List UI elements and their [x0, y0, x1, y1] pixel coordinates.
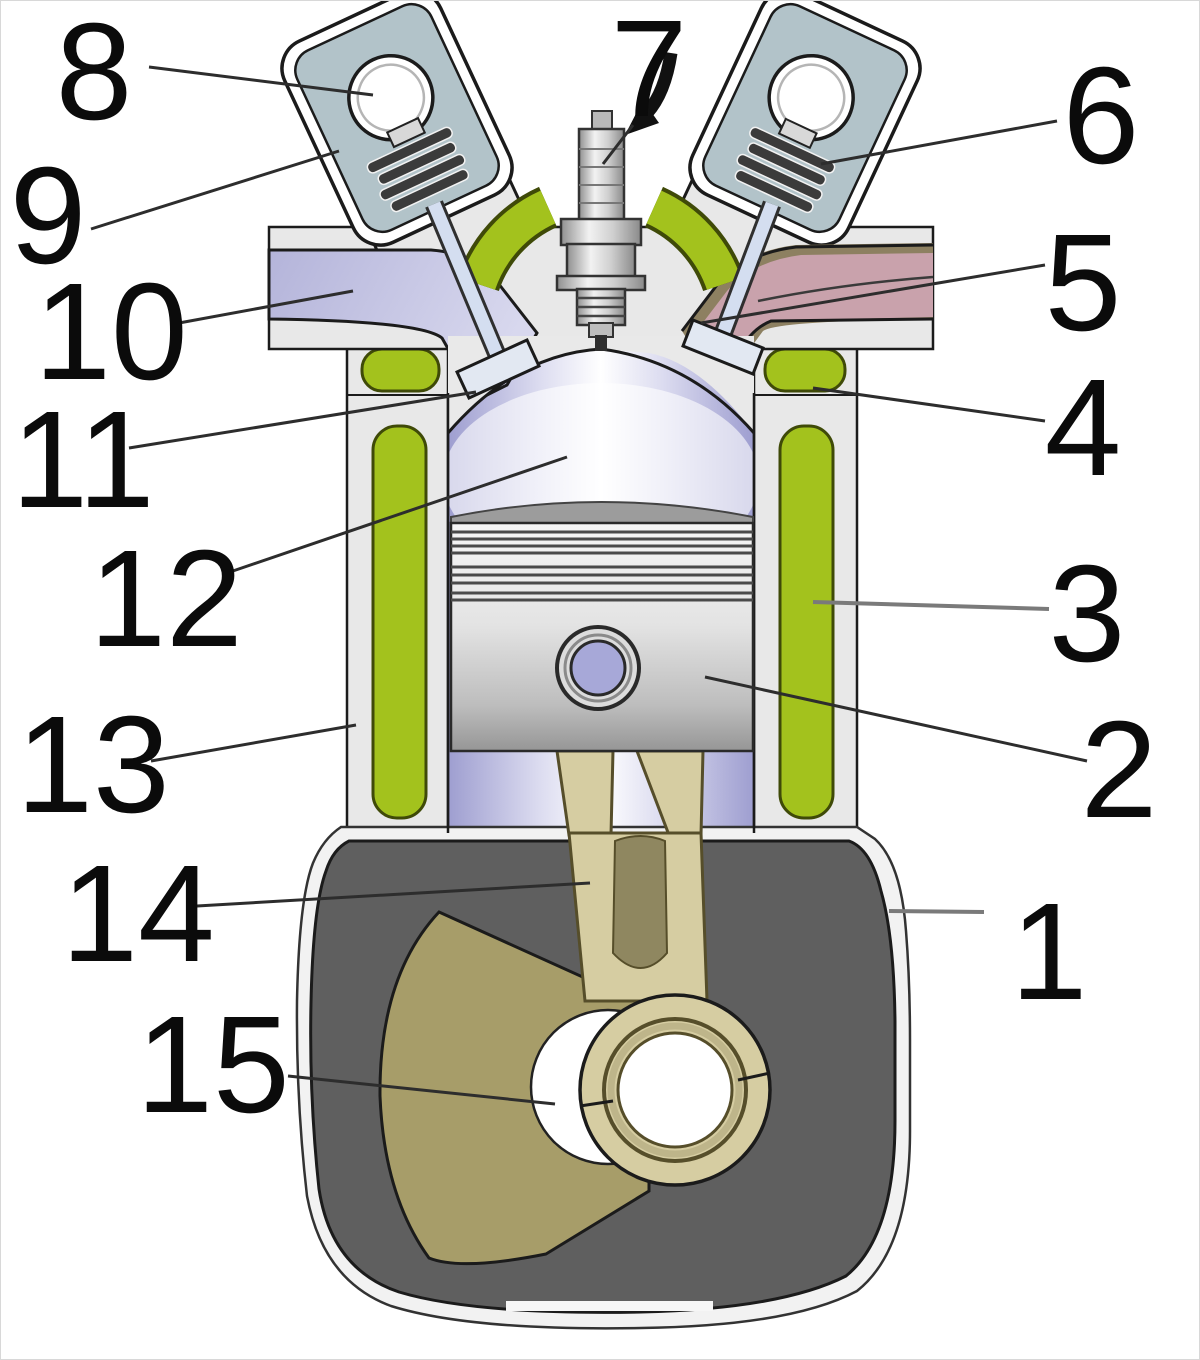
leader-line-10	[178, 289, 354, 325]
water-jacket-left	[371, 424, 428, 820]
part-label-6: 6	[1063, 39, 1140, 193]
leader-line-11	[128, 390, 477, 450]
part-label-8: 8	[56, 1, 133, 149]
part-label-15: 15	[136, 988, 290, 1142]
part-label-1: 1	[1011, 875, 1088, 1029]
spark-plug-electrode	[595, 335, 607, 351]
valve-spring-right	[734, 126, 836, 214]
part-label-12: 12	[89, 522, 243, 676]
piston	[449, 501, 755, 753]
part-label-5: 5	[1045, 206, 1122, 360]
coolant-arc-left	[460, 190, 556, 291]
exhaust-port-inner-line	[757, 275, 934, 303]
exhaust-valve	[681, 200, 781, 376]
piston-pin	[569, 639, 627, 697]
leader-line-8	[148, 65, 374, 97]
part-label-7: 7	[611, 1, 688, 146]
valve-tappet-right	[777, 117, 818, 150]
coolant-passage-flange-left	[360, 347, 441, 393]
leader-line-2	[704, 675, 1088, 763]
leader-line-5	[700, 263, 1046, 325]
leader-line-12	[226, 455, 568, 575]
intake-cam-assembly	[280, 1, 535, 298]
coolant-arc-right	[646, 190, 742, 291]
rod-ibeam-channel	[611, 835, 669, 969]
part-label-10: 10	[34, 255, 188, 409]
part-label-14: 14	[61, 837, 215, 991]
part-label-2: 2	[1081, 693, 1158, 847]
leader-arrow-7	[601, 51, 678, 165]
leader-line-4	[812, 386, 1046, 423]
spark-plug	[555, 110, 647, 351]
piston-rings	[451, 530, 753, 602]
part-label-13: 13	[16, 688, 170, 842]
crankshaft-web	[378, 910, 651, 1266]
exhaust-valve-head	[681, 318, 765, 376]
leader-line-15	[287, 1074, 556, 1106]
part-label-4: 4	[1045, 351, 1122, 505]
crank-pin	[616, 1031, 734, 1149]
rod-big-end	[578, 993, 772, 1187]
valve-spring-left	[366, 126, 470, 213]
spark-plug-hex	[559, 217, 643, 247]
leader-line-9	[90, 149, 340, 231]
part-label-3: 3	[1049, 537, 1126, 691]
leader-line-14	[196, 881, 591, 908]
part-label-9: 9	[10, 139, 87, 293]
valve-tappet-left	[385, 116, 427, 149]
leader-line-3	[812, 600, 1050, 611]
part-label-11: 11	[11, 383, 154, 537]
coolant-passage-flange-right	[763, 347, 847, 393]
leader-lines	[90, 65, 1088, 1106]
intake-valve	[425, 200, 541, 400]
intake-valve-head	[455, 338, 541, 400]
leader-line-1	[888, 909, 985, 914]
rod-cap-split-right	[737, 1071, 771, 1082]
leader-line-6	[820, 119, 1058, 166]
leader-line-13	[150, 723, 357, 763]
piston-crown	[450, 501, 754, 528]
rod-cap-split-left	[579, 1099, 614, 1108]
water-jacket-right	[778, 424, 835, 820]
connecting-rod	[555, 749, 709, 1003]
